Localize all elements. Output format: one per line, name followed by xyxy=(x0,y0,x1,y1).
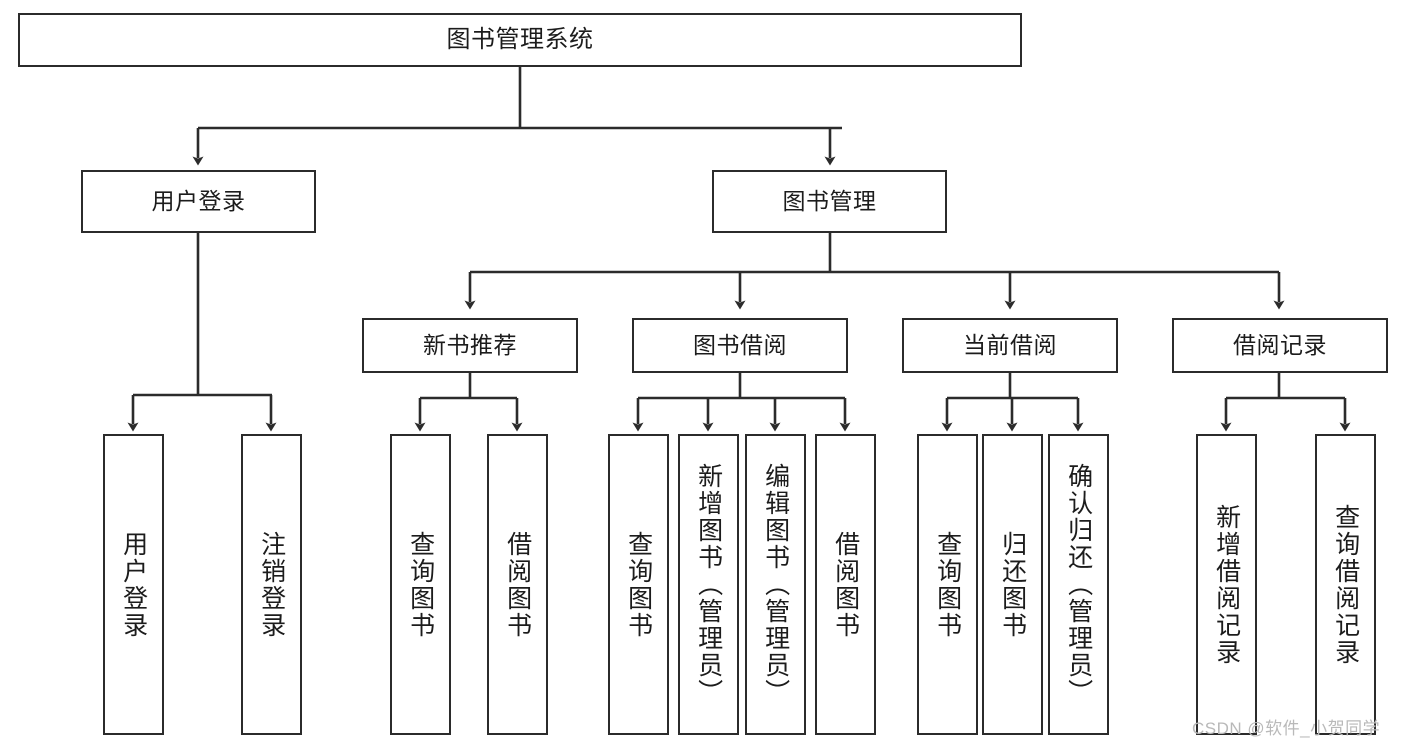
node-label: 查询图书 xyxy=(933,530,962,639)
node-label: 当前借阅 xyxy=(963,331,1057,358)
leaf-new-book-borrow[interactable]: 借阅图书 xyxy=(487,434,548,735)
node-current-borrow[interactable]: 当前借阅 xyxy=(902,318,1118,373)
leaf-user-login-login[interactable]: 用户登录 xyxy=(103,434,164,735)
node-label: 新增借阅记录 xyxy=(1212,503,1241,666)
leaf-book-borrow-add[interactable]: 新增图书（管理员） xyxy=(678,434,739,735)
node-new-book-recommend[interactable]: 新书推荐 xyxy=(362,318,578,373)
node-label: 新书推荐 xyxy=(423,331,517,358)
node-label: 注销登录 xyxy=(257,530,286,639)
node-label: 借阅记录 xyxy=(1233,331,1327,358)
leaf-book-borrow-edit[interactable]: 编辑图书（管理员） xyxy=(745,434,806,735)
node-label: 确认归还（管理员） xyxy=(1064,463,1093,706)
node-label: 查询借阅记录 xyxy=(1331,503,1360,666)
leaf-borrow-record-query[interactable]: 查询借阅记录 xyxy=(1315,434,1376,735)
leaf-book-borrow-query[interactable]: 查询图书 xyxy=(608,434,669,735)
node-label: 借阅图书 xyxy=(503,530,532,639)
node-label: 图书管理系统 xyxy=(446,25,594,53)
node-label: 编辑图书（管理员） xyxy=(761,463,790,706)
node-borrow-record[interactable]: 借阅记录 xyxy=(1172,318,1388,373)
node-label: 借阅图书 xyxy=(831,530,860,639)
leaf-book-borrow-borrow[interactable]: 借阅图书 xyxy=(815,434,876,735)
node-label: 查询图书 xyxy=(406,530,435,639)
csdn-watermark: CSDN @软件_小贺同学 xyxy=(1192,719,1381,738)
node-root-system[interactable]: 图书管理系统 xyxy=(18,13,1022,67)
node-label: 用户登录 xyxy=(151,187,246,214)
leaf-new-book-query[interactable]: 查询图书 xyxy=(390,434,451,735)
node-label: 查询图书 xyxy=(624,530,653,639)
node-label: 用户登录 xyxy=(119,530,148,639)
leaf-user-login-logout[interactable]: 注销登录 xyxy=(241,434,302,735)
node-label: 归还图书 xyxy=(998,530,1027,639)
node-book-borrow[interactable]: 图书借阅 xyxy=(632,318,848,373)
node-book-management[interactable]: 图书管理 xyxy=(712,170,947,233)
node-label: 图书借阅 xyxy=(693,331,787,358)
leaf-current-borrow-return[interactable]: 归还图书 xyxy=(982,434,1043,735)
leaf-current-borrow-confirm-return[interactable]: 确认归还（管理员） xyxy=(1048,434,1109,735)
node-user-login[interactable]: 用户登录 xyxy=(81,170,316,233)
leaf-current-borrow-query[interactable]: 查询图书 xyxy=(917,434,978,735)
node-label: 新增图书（管理员） xyxy=(694,463,723,706)
leaf-borrow-record-add[interactable]: 新增借阅记录 xyxy=(1196,434,1257,735)
node-label: 图书管理 xyxy=(782,187,877,214)
